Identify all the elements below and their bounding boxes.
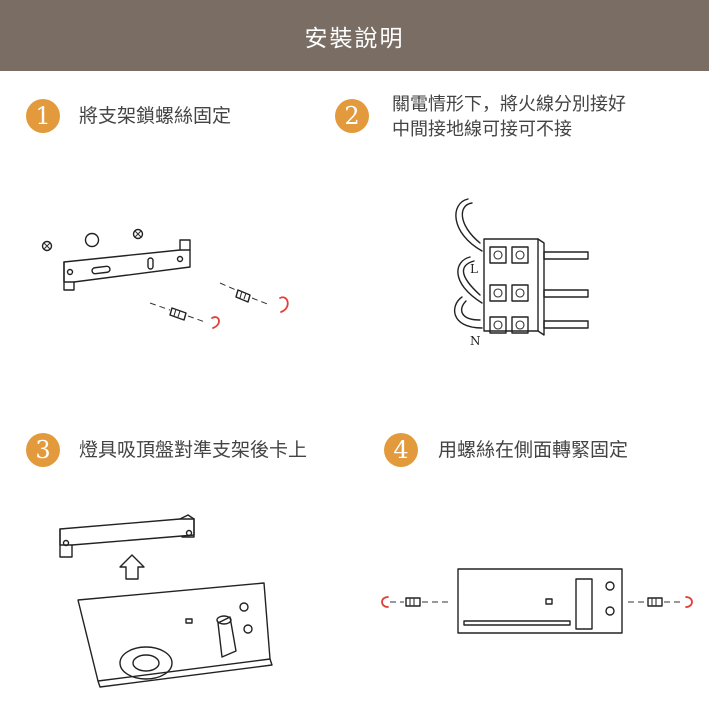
side-screw-illustration bbox=[381, 568, 693, 634]
screw-head-icon bbox=[132, 228, 144, 240]
ceiling-plate bbox=[77, 582, 273, 688]
terminal-block bbox=[483, 238, 545, 336]
output-wires bbox=[543, 251, 589, 329]
step-2-text-line1: 關電情形下，將火線分別接好 bbox=[392, 94, 626, 115]
step-1-badge: 1 bbox=[26, 99, 60, 133]
fixture-body bbox=[457, 568, 623, 634]
ceiling-mount-illustration bbox=[59, 514, 273, 688]
step-2-badge: 2 bbox=[335, 99, 369, 133]
step-2-text-line2: 中間接地線可接可不接 bbox=[392, 119, 572, 140]
screw-head-icon bbox=[41, 240, 53, 252]
up-arrow-icon bbox=[119, 554, 145, 580]
ceiling-hole-icon bbox=[84, 232, 100, 248]
screw-icon bbox=[381, 596, 448, 608]
header-bar: 安裝說明 bbox=[0, 0, 709, 71]
neutral-label: N bbox=[470, 334, 481, 348]
mounting-bracket bbox=[63, 239, 191, 291]
bracket-screw-illustration bbox=[41, 228, 289, 329]
step-4-badge: 4 bbox=[384, 433, 418, 467]
wire-bundle bbox=[454, 198, 483, 329]
live-label: L bbox=[470, 262, 478, 276]
step-3-badge: 3 bbox=[26, 433, 60, 467]
page-title: 安裝說明 bbox=[304, 25, 405, 52]
mounting-bracket bbox=[59, 514, 195, 558]
step-4-text: 用螺絲在側面轉緊固定 bbox=[438, 439, 629, 461]
step-3-text: 燈具吸頂盤對準支架後卡上 bbox=[79, 439, 308, 461]
screw-icon bbox=[628, 596, 693, 608]
screw-icon bbox=[149, 302, 220, 329]
step-1-text: 將支架鎖螺絲固定 bbox=[79, 105, 232, 127]
terminal-block-illustration: L N bbox=[454, 198, 589, 348]
screw-icon bbox=[219, 282, 289, 313]
